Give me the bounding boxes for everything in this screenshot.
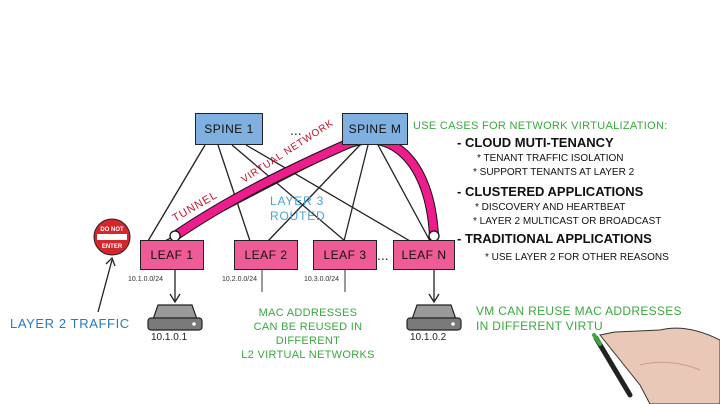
vm-reuse-note: VM CAN REUSE MAC ADDRESSES IN DIFFERENT …: [476, 304, 682, 334]
spine-m-switch: SPINE M: [342, 113, 408, 145]
use-case-1-sub-2: * SUPPORT TENANTS AT LAYER 2: [473, 167, 635, 178]
mac-note-line1: MAC ADDRESSES: [258, 307, 358, 319]
spine-1-switch: SPINE 1: [195, 113, 263, 145]
leaf-3-switch: LEAF 3: [313, 240, 377, 270]
mac-reuse-note: MAC ADDRESSES CAN BE REUSED IN DIFFERENT…: [228, 306, 388, 362]
leaf-n-label: LEAF N: [401, 248, 447, 262]
use-case-title-1: - CLOUD MUTI-TENANCY: [457, 135, 614, 150]
spine-ellipsis: ...: [290, 122, 302, 138]
use-case-3-sub-1: * USE LAYER 2 FOR OTHER REASONS: [485, 252, 669, 263]
use-cases-panel: USE CASES FOR NETWORK VIRTUALIZATION: - …: [413, 120, 718, 263]
host-links: [174, 266, 435, 300]
use-cases-heading: USE CASES FOR NETWORK VIRTUALIZATION:: [413, 120, 668, 132]
mac-note-line3: L2 VIRTUAL NETWORKS: [241, 349, 375, 361]
stop-sign-line2: ENTER: [102, 244, 123, 250]
leaf-ellipsis: ...: [377, 247, 389, 263]
leaf-2-switch: LEAF 2: [234, 240, 298, 270]
leaf-3-subnet: 10.3.0.0/24: [304, 276, 340, 283]
hand-drawing-icon: [592, 327, 720, 404]
leaf-3-label: LEAF 3: [323, 248, 367, 262]
host-1-ip: 10.1.0.1: [151, 332, 188, 343]
host-icon-right: [406, 304, 462, 331]
vm-note-line2: IN DIFFERENT VIRTU: [476, 319, 603, 333]
use-case-1-sub-1: * TENANT TRAFFIC ISOLATION: [477, 153, 624, 164]
host-2-ip: 10.1.0.2: [410, 332, 447, 343]
use-case-2-sub-2: * LAYER 2 MULTICAST OR BROADCAST: [473, 216, 662, 227]
leaf-1-subnet: 10.1.0.0/24: [128, 276, 164, 283]
layer3-label-line2: ROUTED: [270, 209, 325, 223]
leaf-2-label: LEAF 2: [244, 248, 288, 262]
use-case-title-3: - TRADITIONAL APPLICATIONS: [457, 231, 652, 246]
host-icon-left: [147, 304, 203, 331]
leaf-1-label: LEAF 1: [150, 248, 194, 262]
spine-1-label: SPINE 1: [204, 122, 254, 136]
leaf-n-switch: LEAF N: [393, 240, 455, 270]
spine-m-label: SPINE M: [348, 122, 402, 136]
mac-note-line2: CAN BE REUSED IN DIFFERENT: [253, 321, 363, 347]
vm-note-line1: VM CAN REUSE MAC ADDRESSES: [476, 304, 682, 318]
use-case-title-2: - CLUSTERED APPLICATIONS: [457, 184, 644, 199]
stop-sign-line1: DO NOT: [100, 227, 124, 233]
layer2-traffic-label: LAYER 2 TRAFFIC: [10, 316, 130, 331]
do-not-enter-sign-icon: DO NOT ENTER: [93, 218, 131, 256]
use-case-2-sub-1: * DISCOVERY AND HEARTBEAT: [475, 202, 626, 213]
layer3-label-line1: LAYER 3: [270, 194, 324, 208]
leaf-1-switch: LEAF 1: [140, 240, 204, 270]
leaf-2-subnet: 10.2.0.0/24: [222, 276, 258, 283]
